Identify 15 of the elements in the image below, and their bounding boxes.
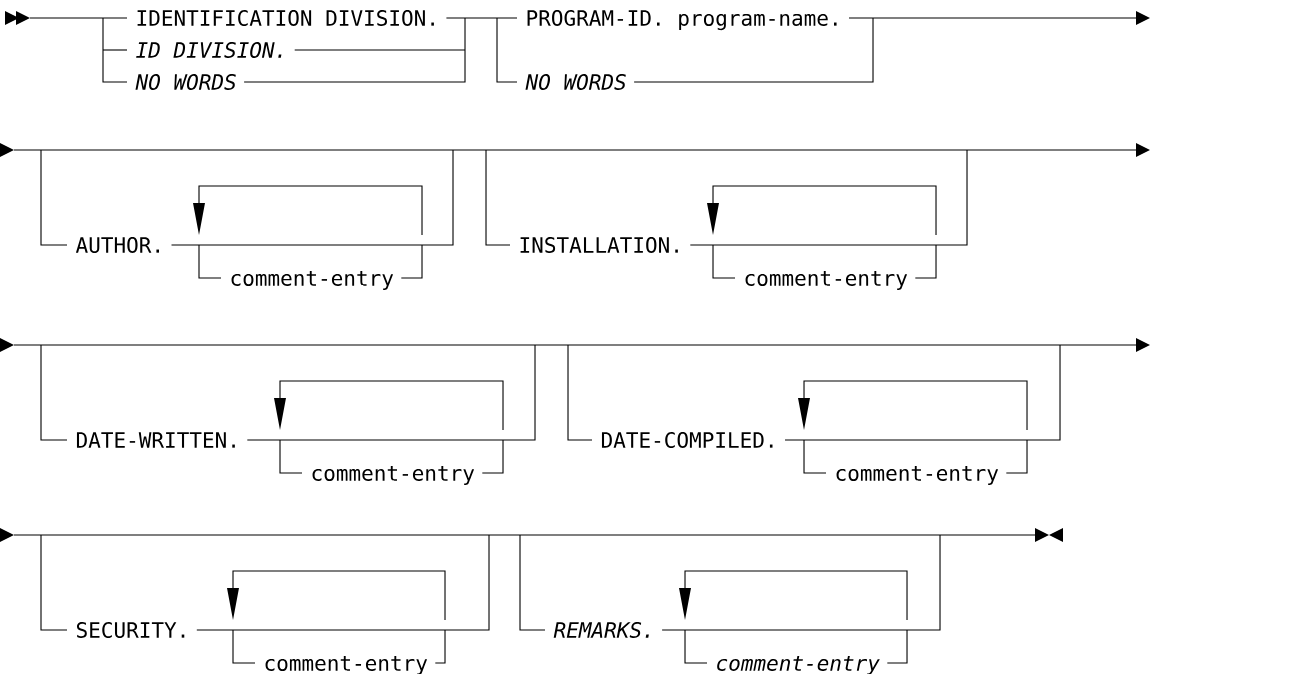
syntax-label: NO WORDS: [135, 74, 236, 90]
syntax-label: ID DIVISION.: [136, 42, 282, 58]
syntax-label: SECURITY.: [77, 622, 185, 638]
syntax-label: comment-entry: [231, 270, 394, 291]
syntax-label: IDENTIFICATION DIVISION.: [137, 10, 434, 26]
syntax-label: DATE-COMPILED.: [601, 432, 773, 448]
syntax-label: comment-entry: [312, 465, 475, 486]
syntax-label: INSTALLATION.: [520, 237, 678, 253]
syntax-label: DATE-WRITTEN.: [76, 432, 235, 448]
syntax-label: comment-entry: [745, 270, 908, 291]
syntax-label: PROGRAM-ID. program-name.: [527, 10, 837, 31]
syntax-label: NO WORDS: [525, 74, 626, 90]
syntax-label: REMARKS.: [553, 622, 649, 638]
syntax-label: comment-entry: [836, 465, 999, 486]
syntax-label: AUTHOR.: [75, 237, 159, 253]
